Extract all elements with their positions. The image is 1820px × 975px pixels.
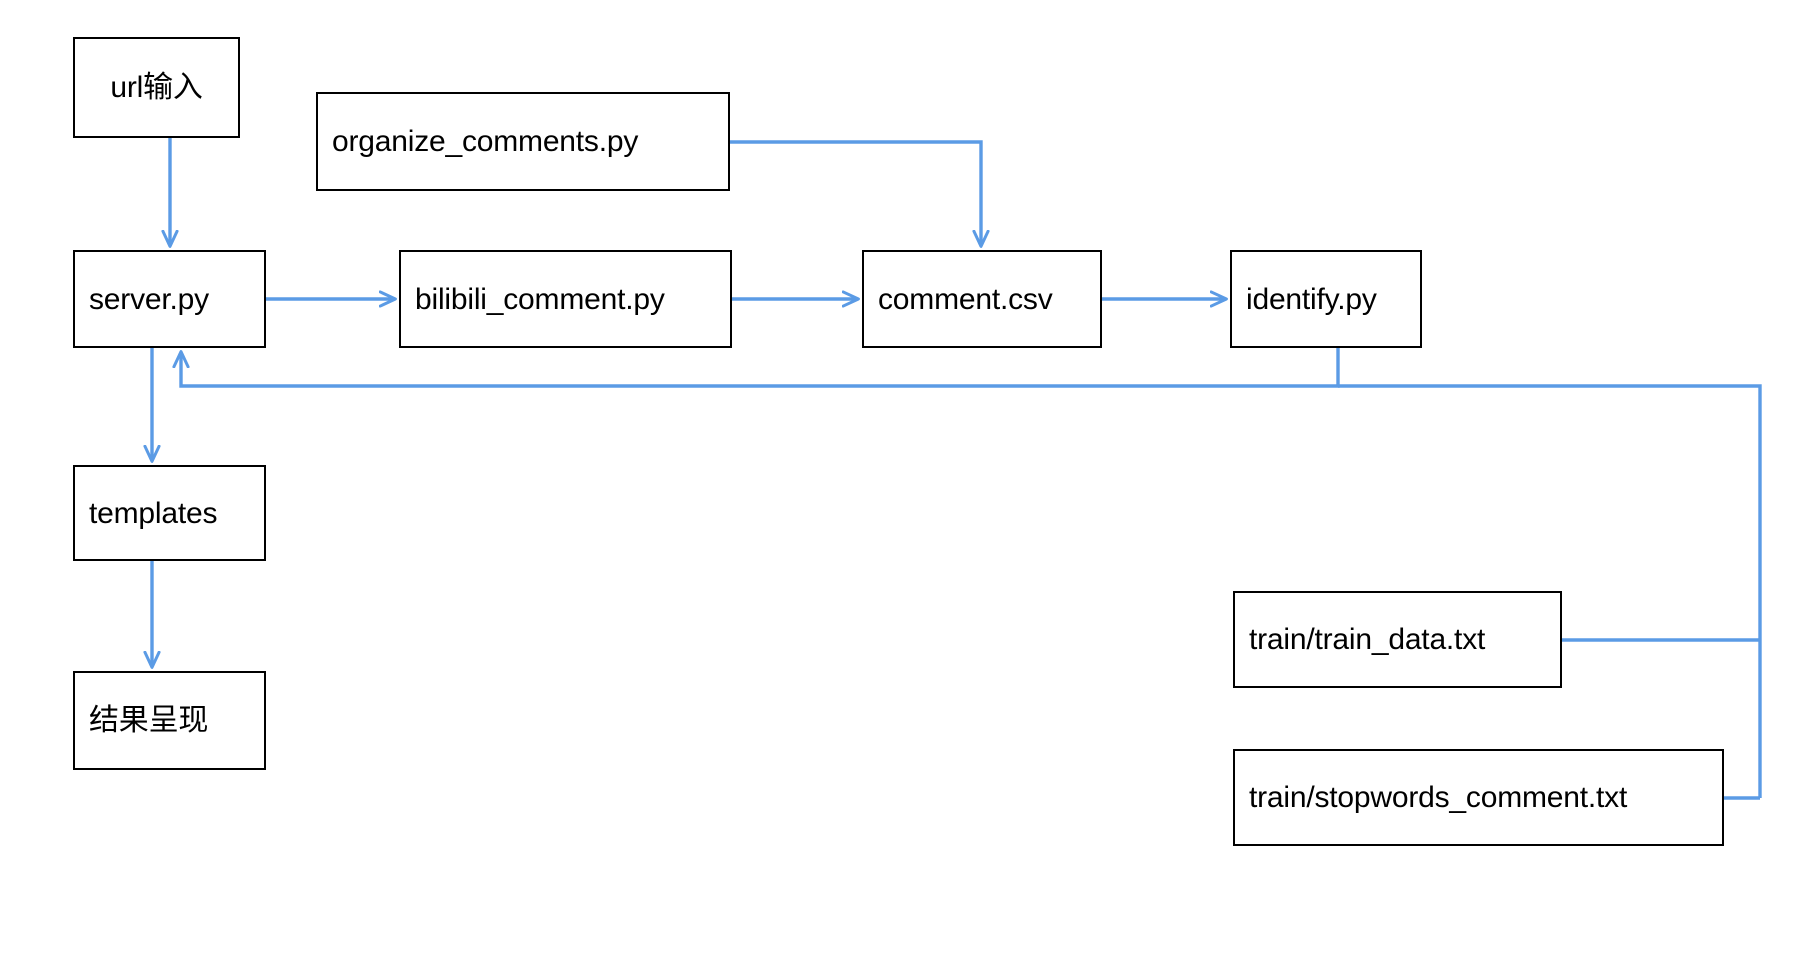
node-url-input-label: url输入 (110, 71, 203, 104)
node-server-py[interactable]: server.py (73, 250, 266, 348)
node-identify-py[interactable]: identify.py (1230, 250, 1422, 348)
node-train-train-data-txt-label: train/train_data.txt (1249, 623, 1486, 656)
node-comment-csv[interactable]: comment.csv (862, 250, 1102, 348)
node-train-stopwords-comment-txt[interactable]: train/stopwords_comment.txt (1233, 749, 1724, 846)
node-templates[interactable]: templates (73, 465, 266, 561)
edge-identify-to-server (181, 348, 1340, 388)
edge-organize-to-comment-csv (730, 140, 981, 245)
node-comment-csv-label: comment.csv (878, 282, 1053, 316)
node-train-train-data-txt[interactable]: train/train_data.txt (1233, 591, 1562, 688)
node-train-stopwords-comment-txt-label: train/stopwords_comment.txt (1249, 781, 1628, 814)
node-organize-comments-py-label: organize_comments.py (332, 125, 639, 158)
node-bilibili-comment-py-label: bilibili_comment.py (415, 282, 665, 316)
node-url-input[interactable]: url输入 (73, 37, 240, 138)
node-server-py-label: server.py (89, 282, 209, 316)
node-organize-comments-py[interactable]: organize_comments.py (316, 92, 730, 191)
node-identify-py-label: identify.py (1246, 282, 1377, 316)
node-templates-label: templates (89, 496, 218, 530)
node-result-display[interactable]: 结果呈现 (73, 671, 266, 770)
node-bilibili-comment-py[interactable]: bilibili_comment.py (399, 250, 732, 348)
node-result-display-label: 结果呈现 (89, 704, 209, 737)
